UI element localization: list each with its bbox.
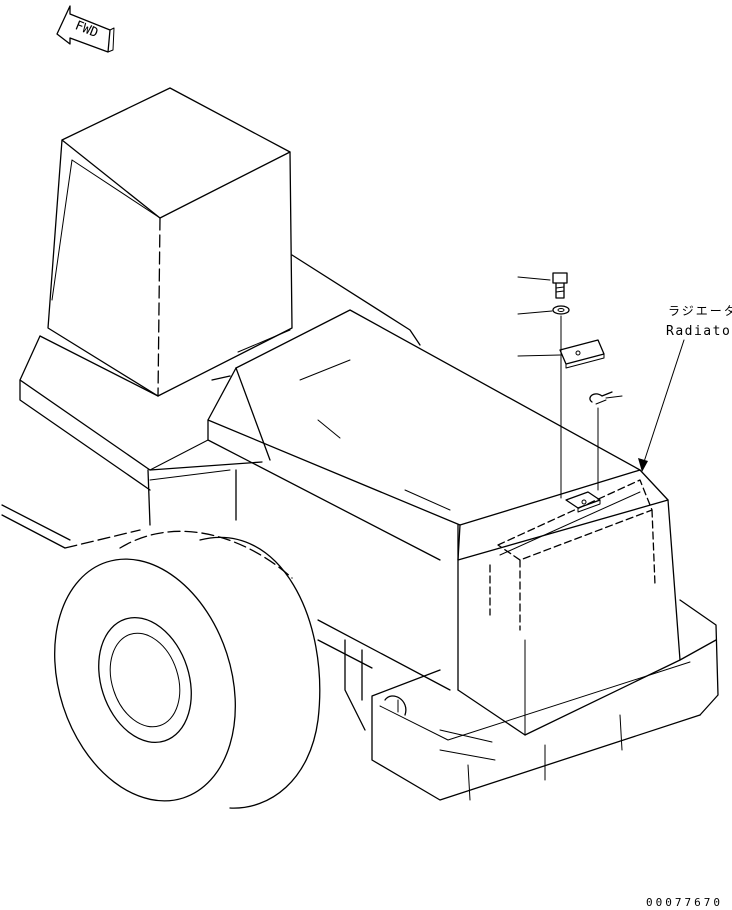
exploded-parts bbox=[518, 273, 622, 498]
fwd-arrow: FWD bbox=[57, 6, 114, 52]
frame-lines bbox=[2, 505, 450, 730]
operator-cab bbox=[20, 88, 292, 490]
cover-plate bbox=[566, 492, 600, 512]
washer bbox=[518, 306, 569, 314]
bolt bbox=[518, 273, 567, 298]
tire bbox=[25, 531, 320, 824]
engine-hood bbox=[148, 255, 640, 560]
drawing-code: 00077670 bbox=[646, 896, 723, 909]
radiator-label-jp: ラジエータ bbox=[668, 304, 732, 318]
radiator-label-en: Radiator bbox=[666, 324, 732, 339]
front-bumper bbox=[372, 600, 718, 800]
radiator-housing bbox=[458, 470, 680, 735]
radiator-leader bbox=[638, 340, 684, 472]
fwd-label: FWD bbox=[73, 18, 101, 41]
clip bbox=[590, 392, 622, 404]
cover-bracket bbox=[518, 340, 604, 368]
